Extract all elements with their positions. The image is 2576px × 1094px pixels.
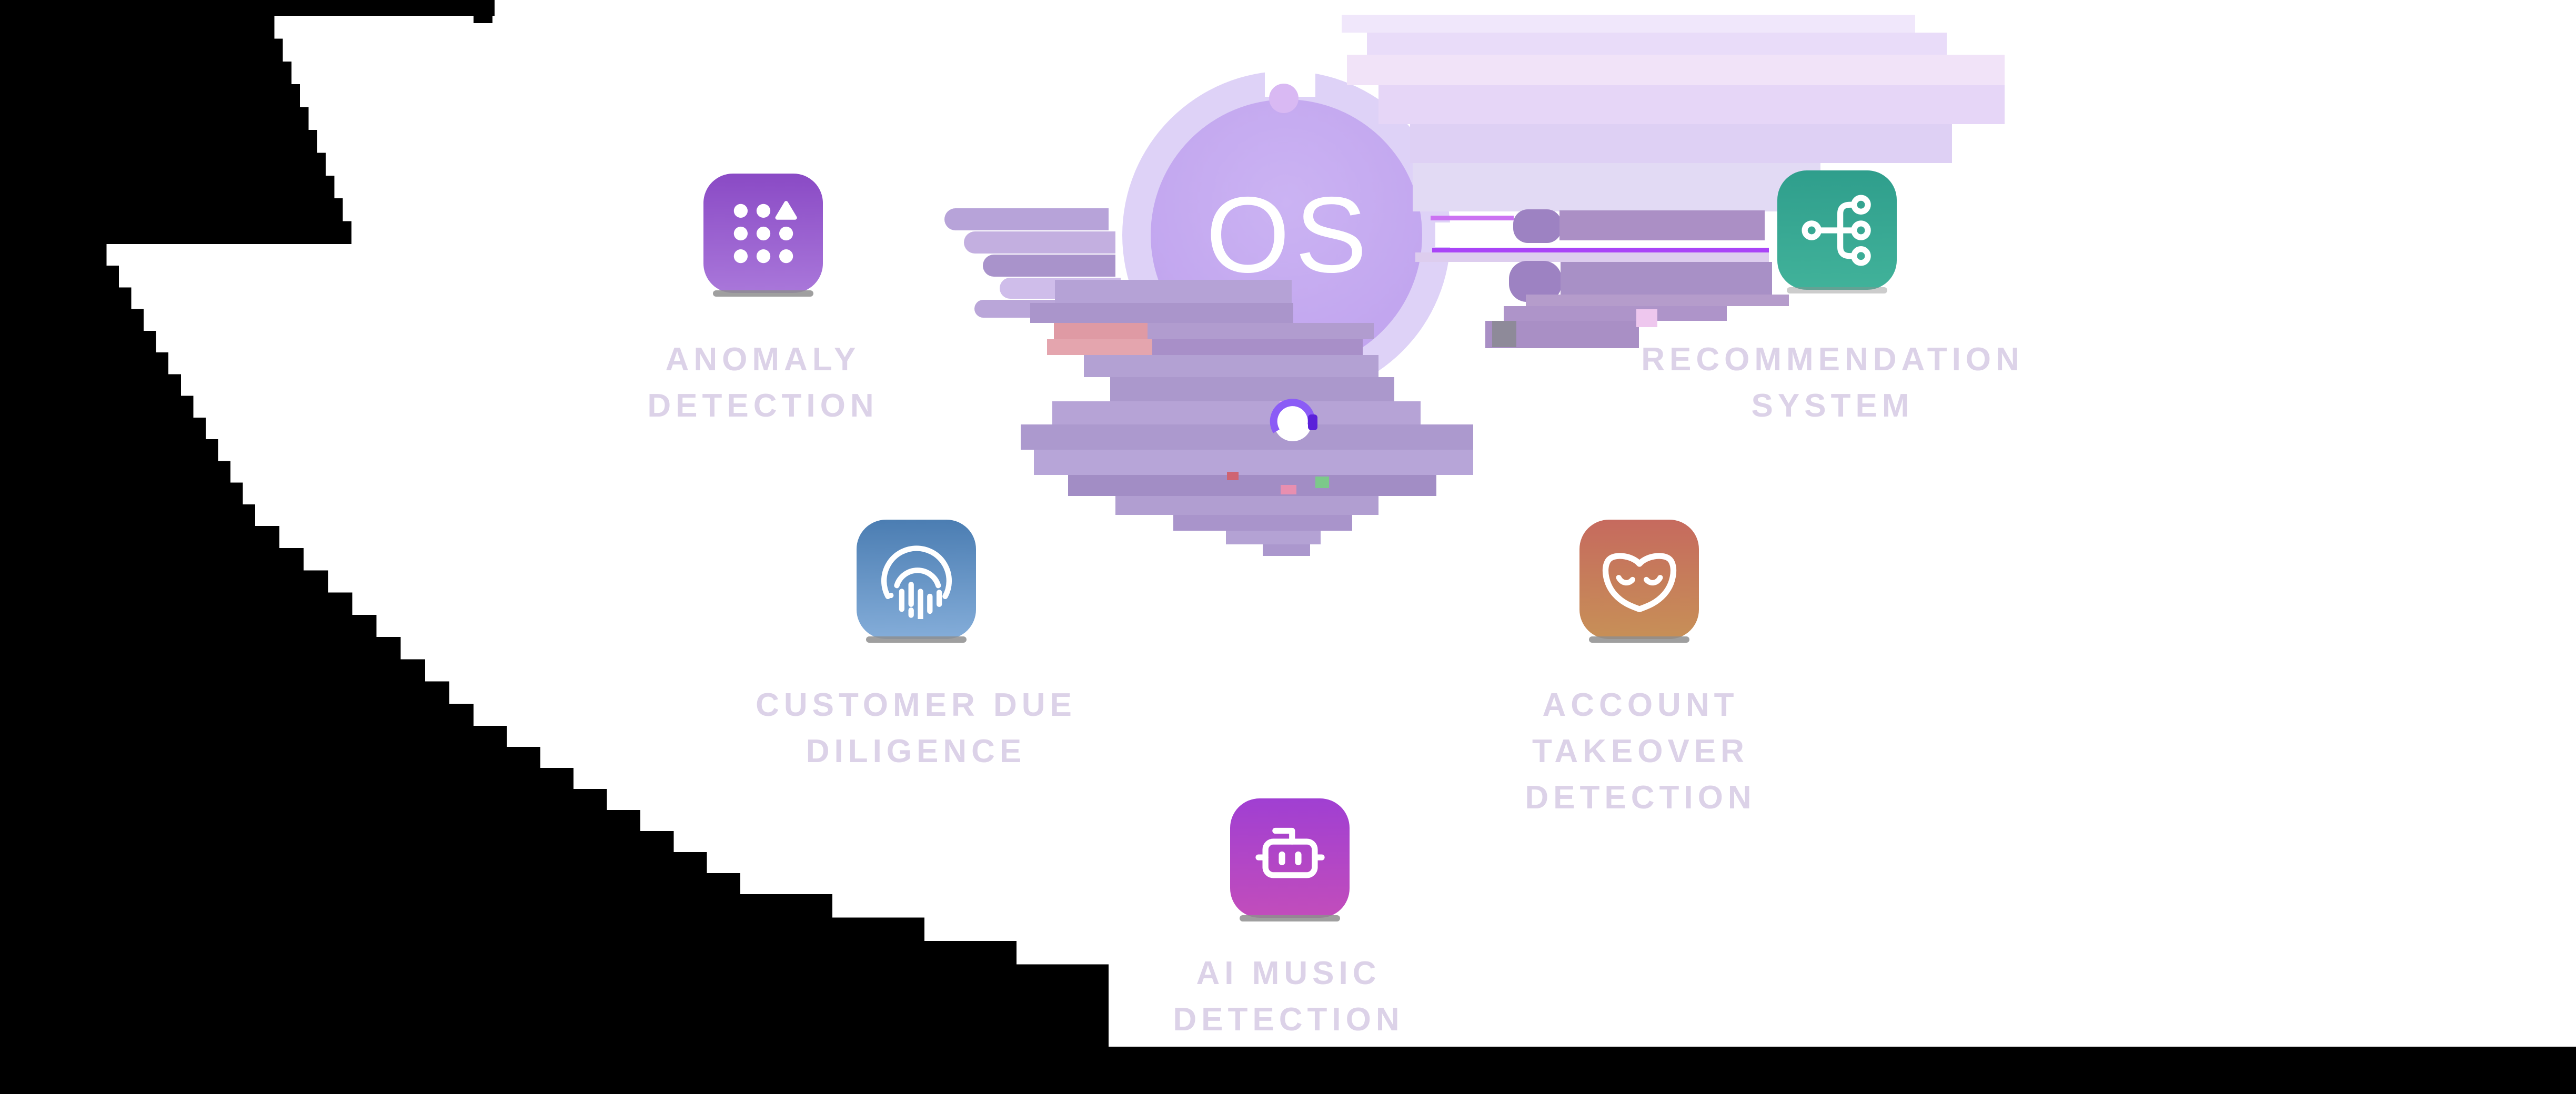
glitch-line-magenta [1431, 216, 1514, 220]
glitch-noise [1055, 280, 1292, 303]
glitch-noise [1173, 515, 1352, 531]
feature-tile-recommendation-system [1777, 170, 1897, 290]
corruption-strip-bottom [0, 1047, 2576, 1094]
feature-label-anomaly-detection: ANOMALY DETECTION [552, 337, 973, 429]
glitch-noise-salmon [1047, 339, 1152, 355]
glitch-streak [1347, 55, 2005, 85]
feature-tile-customer-due-diligence [857, 520, 976, 639]
glitch-streak [1378, 85, 2005, 124]
glitch-streak [983, 255, 1115, 277]
glitch-noise [1152, 339, 1363, 355]
glitch-speck [1492, 321, 1516, 347]
glitch-noise [1052, 401, 1421, 424]
tile-shadow [1240, 915, 1340, 921]
glitch-streak [944, 208, 1109, 230]
tile-shadow [1787, 287, 1887, 293]
glitch-streak [1504, 306, 1727, 321]
glitch-speck [1636, 309, 1657, 327]
feature-tile-anomaly-detection [703, 174, 823, 293]
glitch-blob [1513, 209, 1562, 243]
ring-node-dimple [1269, 84, 1299, 113]
glitch-streak [1559, 210, 1765, 240]
feature-label-line2: DILIGENCE [806, 733, 1027, 769]
glitch-streak [964, 231, 1115, 254]
glitch-streak [1415, 252, 1769, 262]
glitch-noise [1263, 544, 1310, 556]
grid-dots-anomaly-icon [733, 200, 797, 263]
tile-shadow [1589, 636, 1689, 643]
glitch-speck-pink [1281, 485, 1296, 494]
corruption-wedge-left [0, 0, 1109, 1047]
tile-shadow [713, 290, 813, 297]
glitch-noise [1021, 424, 1473, 450]
glitch-streak [1413, 163, 1820, 211]
feature-label-ai-music-detection: AI MUSIC DETECTION [1078, 950, 1499, 1043]
feature-tile-ai-music-detection [1230, 798, 1350, 918]
glitch-noise [1068, 475, 1436, 496]
glitch-streak [1367, 33, 1947, 55]
tree-branch-icon [1802, 195, 1871, 266]
feature-label-customer-due-diligence: CUSTOMER DUE DILIGENCE [706, 682, 1126, 775]
mask-icon [1602, 552, 1676, 612]
glitch-streak [1410, 124, 1952, 163]
robot-icon [1255, 827, 1325, 878]
glitch-noise [1030, 303, 1293, 323]
corruption-remnant [474, 0, 492, 23]
glitch-noise [1084, 355, 1378, 377]
os-hub-label: OS [1205, 175, 1373, 295]
glitch-streak [1561, 262, 1772, 295]
glitch-noise [1226, 531, 1321, 544]
ring-node-bottom [1270, 399, 1317, 441]
feature-label-line1: ACCOUNT TAKEOVER [1532, 687, 1749, 769]
node-indigo-fragment [1308, 414, 1317, 430]
feature-label-line1: RECOMMENDATION [1641, 341, 2024, 378]
glitch-speck-red [1227, 472, 1239, 480]
glitch-line-violet [1432, 248, 1769, 252]
tile-shadow [866, 636, 967, 643]
feature-label-line1: CUSTOMER DUE [756, 687, 1076, 723]
feature-label-line2: DETECTION [1525, 779, 1756, 816]
feature-label-line1: ANOMALY [665, 341, 861, 378]
feature-label-line2: DETECTION [1173, 1001, 1404, 1038]
glitch-streak [1526, 295, 1789, 306]
glitch-speck-green [1315, 477, 1329, 488]
feature-label-line2: SYSTEM [1751, 388, 1914, 424]
feature-label-account-takeover-detection: ACCOUNT TAKEOVER DETECTION [1430, 682, 1851, 821]
glitch-noise-salmon [1054, 323, 1148, 339]
glitch-noise [1110, 377, 1394, 401]
feature-label-line1: AI MUSIC [1196, 955, 1381, 991]
feature-label-line2: DETECTION [647, 388, 879, 424]
feature-label-recommendation-system: RECOMMENDATION SYSTEM [1622, 337, 2043, 429]
feature-tile-account-takeover-detection [1579, 520, 1699, 639]
fingerprint-icon [881, 545, 952, 619]
glitch-noise [1148, 323, 1374, 339]
glitch-streak [1342, 15, 1915, 33]
glitch-noise [1034, 450, 1473, 475]
node-circle [1274, 403, 1312, 441]
glitch-noise [1115, 496, 1378, 515]
